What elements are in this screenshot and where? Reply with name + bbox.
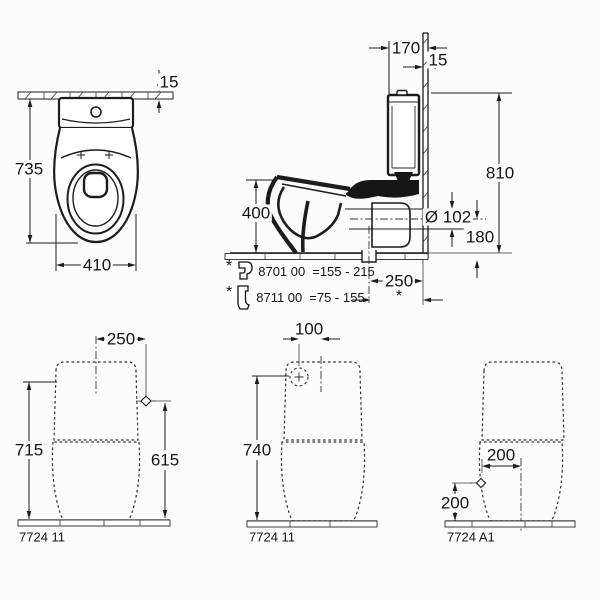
dim-label-outlet-height: 180: [463, 227, 497, 247]
side-view: [224, 32, 512, 305]
dim-label-cistern-depth: 170: [389, 38, 423, 58]
callout-outlet-bend-8711: * 8711 00 =75 - 155: [226, 283, 365, 310]
seat-hinge-marks: [77, 151, 113, 159]
flush-channel: [345, 180, 419, 199]
dim-height-740: [252, 375, 289, 520]
callout-range: =75 - 155: [309, 289, 365, 305]
base-outline-dashed: [51, 441, 141, 522]
rear-view-middle: [246, 336, 378, 528]
dim-width-front: [55, 214, 137, 271]
dim-outlet-diameter: [449, 192, 455, 247]
dim-offset-200-horizontal: [481, 459, 521, 473]
dim-label-rear-right-offset-side: 200: [484, 445, 518, 465]
connection-position-marker: [470, 477, 487, 489]
cistern-side: [345, 89, 421, 199]
floor-section-side: [224, 252, 429, 260]
dim-offset-200-vertical: [452, 482, 472, 521]
dim-label-bowl-height: 400: [239, 203, 273, 223]
rear-view-right: [444, 361, 576, 532]
dim-label-rear-middle-height: 740: [240, 440, 274, 460]
outlet-bend-horizontal-icon: [238, 261, 253, 280]
supply-connection-circle: [289, 367, 309, 387]
cistern-front: [57, 96, 135, 130]
base-outline-dashed: [478, 441, 564, 522]
model-number-rear-right: 7724 A1: [447, 529, 495, 545]
wall-section-top: [17, 91, 174, 100]
dim-label-rear-middle-offset: 100: [292, 319, 326, 339]
callout-range: =155 - 215: [312, 263, 375, 279]
outlet-trap-box: [371, 202, 411, 248]
base-outline-dashed: [280, 441, 366, 522]
dim-cistern-depth: [369, 41, 447, 94]
dim-height-front: [26, 99, 78, 244]
callout-code: 8701 00: [258, 263, 306, 279]
flush-button: [90, 106, 102, 118]
dim-label-rear-right-offset-bottom: 200: [438, 493, 472, 513]
rear-view-left: [17, 336, 171, 527]
dim-label-front-height: 735: [12, 159, 46, 179]
flush-inlet: [82, 171, 109, 199]
outlet-bend-vertical-icon: [237, 285, 251, 310]
bowl-front: [53, 127, 139, 244]
dim-bowl-height: [246, 179, 277, 253]
dim-label-rear-left-height-outer: 715: [12, 440, 46, 460]
flush-button-side: [396, 89, 408, 96]
bowl-side-section: [265, 174, 351, 255]
model-number-rear-middle: 7724 11: [249, 529, 296, 545]
floor-strip: [17, 519, 171, 527]
callout-outlet-bend-8701: * 8701 00 =155 - 215: [226, 257, 375, 282]
floor-strip: [444, 520, 576, 528]
supply-connection-cross: [294, 372, 304, 382]
callout-asterisk: *: [226, 283, 233, 301]
tank-outline-dashed: [283, 361, 363, 441]
dim-label-front-wall-thickness: 15: [157, 72, 181, 92]
dim-label-side-wall-thickness: 15: [426, 50, 450, 70]
dim-offset-100: [283, 336, 340, 366]
dim-overall-height: [428, 92, 512, 254]
front-view: [17, 70, 174, 271]
dim-label-rear-left-height-inner: 615: [148, 450, 182, 470]
dim-height-715: [23, 381, 57, 519]
model-number-rear-left: 7724 11: [19, 529, 66, 545]
dim-label-outlet-diameter: Ø 102: [422, 207, 474, 227]
tank-outline-dashed: [481, 361, 565, 441]
dim-label-outlet-wall-distance: 250: [382, 271, 416, 291]
tank-outline-dashed: [53, 361, 139, 441]
dim-label-rear-left-offset: 250: [104, 329, 138, 349]
dim-height-615: [151, 400, 171, 518]
flush-valve: [394, 172, 413, 181]
floor-strip: [246, 520, 378, 528]
dim-label-overall-height: 810: [483, 163, 517, 183]
dim-label-variable-mark: *: [393, 288, 405, 305]
callout-asterisk: *: [226, 257, 233, 275]
dim-variable-distance: [352, 297, 443, 303]
dim-outlet-height: [474, 200, 480, 278]
callout-code: 8711 00: [256, 289, 303, 305]
dim-label-front-width: 410: [80, 255, 114, 275]
